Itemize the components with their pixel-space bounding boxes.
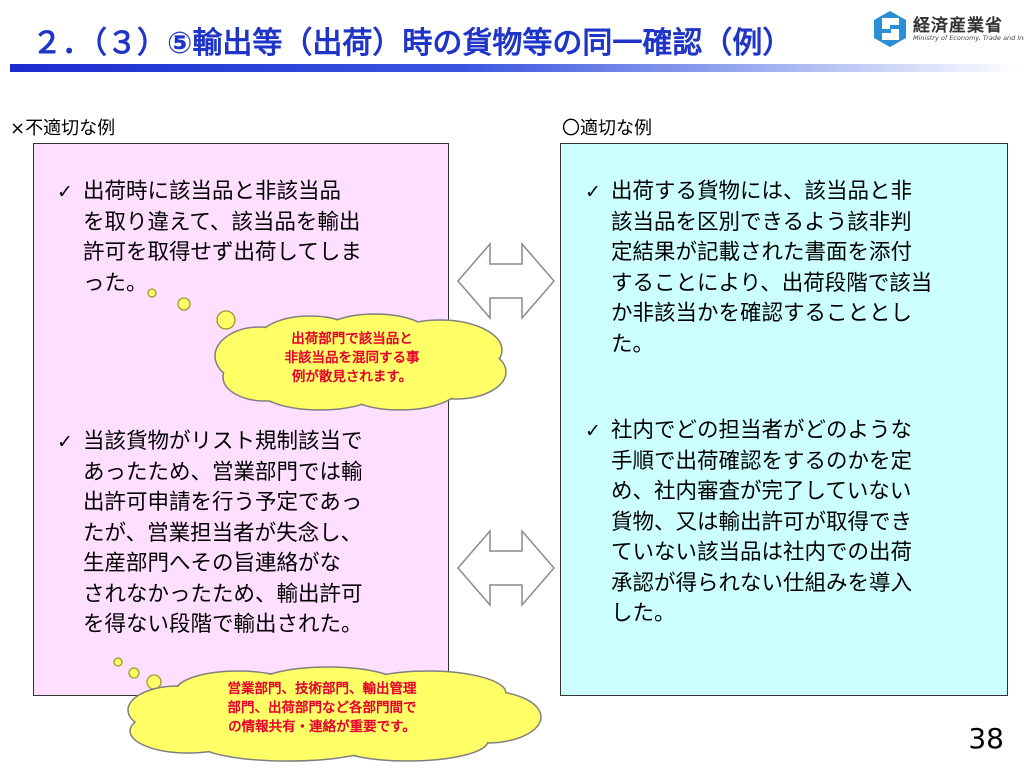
check-icon: ✓ xyxy=(57,431,73,453)
meti-logo-icon xyxy=(874,11,906,47)
appropriate-example-panel xyxy=(560,143,1008,696)
left-bullet-2: ✓ 当該貨物がリスト規制該当で あったため、営業部門では輸 出許可申請を行う予定… xyxy=(57,429,363,637)
callout-text-1: 出荷部門で該当品と 非該当品を混同する事 例が散見されます。 xyxy=(284,331,420,385)
label-appropriate: 〇適切な例 xyxy=(562,118,652,139)
inappropriate-example-panel xyxy=(33,143,449,696)
double-arrow-icon xyxy=(457,241,555,321)
right-bullet-2: ✓ 社内でどの担当者がどのような 手順で出荷確認をするのかを定 め、社内審査が完… xyxy=(585,418,913,626)
title-underline xyxy=(10,64,1020,72)
logo-subtitle: Ministry of Economy, Trade and Industry xyxy=(913,34,1024,42)
check-icon: ✓ xyxy=(585,420,601,442)
right-bullet-1: ✓ 出荷する貨物には、該当品と非 該当品を区別できるよう該非判 定結果が記載され… xyxy=(585,179,933,357)
callout-text-2: 営業部門、技術部門、輸出管理 部門、出荷部門など各部門間で の情報共有・連絡が重… xyxy=(227,681,417,735)
callout-cloud-1 xyxy=(147,288,507,411)
label-inappropriate: ×不適切な例 xyxy=(10,118,116,139)
check-icon: ✓ xyxy=(57,181,73,203)
callout-cloud-2 xyxy=(113,657,542,762)
left-bullet-1: ✓ 出荷時に該当品と非該当品 を取り違えて、該当品を輸出 許可を取得せず出荷して… xyxy=(57,179,362,296)
check-icon: ✓ xyxy=(585,181,601,203)
slide-title: ２．（３）⑤輸出等（出荷）時の貨物等の同一確認（例） xyxy=(32,26,793,61)
logo-name: 経済産業省 xyxy=(913,16,1003,36)
page-number: 38 xyxy=(968,722,1004,755)
meti-logo: 経済産業省 Ministry of Economy, Trade and Ind… xyxy=(873,8,1024,50)
double-arrow-icon xyxy=(457,528,555,608)
